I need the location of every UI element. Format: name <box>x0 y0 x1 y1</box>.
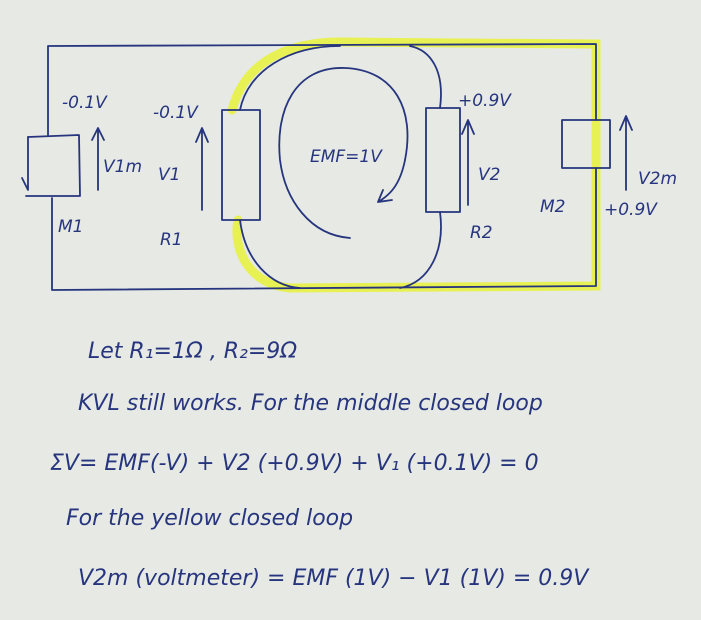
r1-voltage-label: -0.1V <box>153 103 199 123</box>
m2-label: M2 <box>540 197 565 217</box>
m1-voltage-label: -0.1V <box>62 93 108 113</box>
v1m-label: V1m <box>103 157 142 177</box>
wires <box>47 43 597 291</box>
r2-label: R2 <box>470 223 493 243</box>
emf-loop-arrow <box>278 67 409 239</box>
v2m-label: V2m <box>638 169 677 189</box>
emf-label: EMF=1V <box>310 147 383 167</box>
note-line-3: ΣV= EMF(-V) + V2 (+0.9V) + V₁ (+0.1V) = … <box>50 451 539 476</box>
m2-voltage-label: +0.9V <box>604 200 658 220</box>
note-line-4: For the yellow closed loop <box>66 506 353 531</box>
v2-label: V2 <box>478 165 500 185</box>
note-line-2: KVL still works. For the middle closed l… <box>78 391 543 416</box>
meter-m1 <box>21 127 105 197</box>
resistor-r2 <box>425 107 475 213</box>
r1-label: R1 <box>160 230 183 250</box>
r2-voltage-label: +0.9V <box>458 91 512 111</box>
note-line-5: V2m (voltmeter) = EMF (1V) − V1 (1V) = 0… <box>78 566 590 591</box>
note-line-1: Let R₁=1Ω , R₂=9Ω <box>88 339 297 364</box>
m1-label: M1 <box>58 217 83 237</box>
resistor-r1 <box>195 109 261 221</box>
v1-label: V1 <box>158 165 180 185</box>
meter-m2 <box>561 115 633 191</box>
yellow-loop-highlight <box>227 37 601 293</box>
